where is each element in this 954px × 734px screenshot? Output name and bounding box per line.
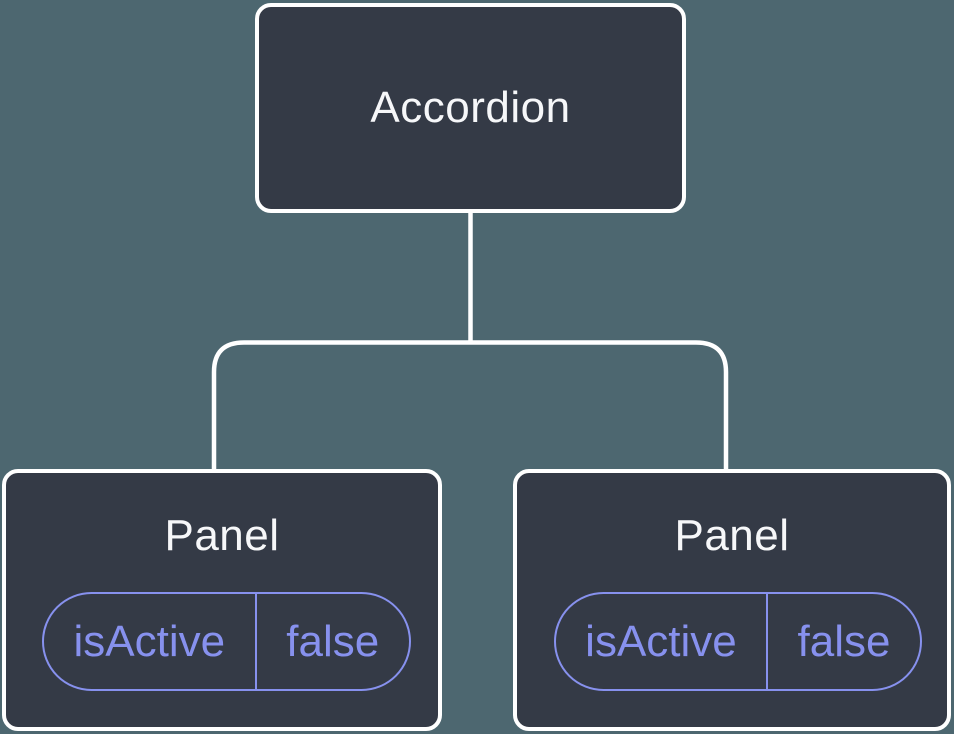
state-pill: isActive false: [554, 592, 922, 691]
accordion-label: Accordion: [370, 83, 571, 132]
panel-label: Panel: [674, 511, 790, 560]
state-name: isActive: [556, 594, 768, 689]
state-name: isActive: [44, 594, 257, 689]
state-value: false: [286, 616, 380, 666]
state-pill: isActive false: [42, 592, 411, 691]
node-accordion: Accordion: [255, 3, 686, 213]
node-panel-left: Panel isActive false: [2, 469, 442, 731]
node-panel-right: Panel isActive false: [513, 469, 951, 731]
connector-branch: [211, 340, 729, 470]
state-value: false: [797, 616, 891, 666]
panel-label: Panel: [164, 511, 280, 560]
